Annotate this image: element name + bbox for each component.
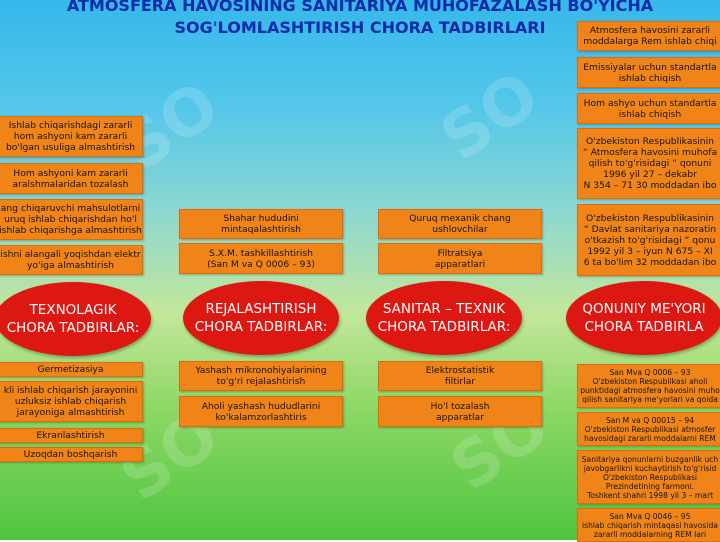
sanitary-upper-item: Quruq mexanik chang ushlovchilar (378, 209, 542, 239)
tech-upper-item: Hom ashyoni kam zararli aralshmalaridan … (0, 163, 143, 194)
planning-lower-item: Aholi yashash hududlarini ko'kalamzorlas… (179, 396, 343, 427)
category-ellipse-planning: REJALASHTIRISH CHORA TADBIRLAR: (183, 281, 339, 355)
sanitary-upper-item: Filtratsiya apparatlari (378, 243, 542, 274)
sanitary-lower-item: Ho'l tozalash apparatlar (378, 396, 542, 427)
legal-lower-item: San Mva Q 0006 – 93 O'zbekiston Respubli… (577, 364, 720, 408)
legal-upper-item: Hom ashyo uchun standartla ishlab chiqis… (577, 93, 720, 124)
legal-lower-item: San Mva Q 0046 – 95 ishlab chiqarish min… (577, 508, 720, 542)
tech-upper-item: ang chiqaruvchi mahsulotlarni uruq ishla… (0, 199, 143, 240)
category-ellipse-sanitary-technical: SANITAR – TEXNIK CHORA TADBIRLAR: (366, 281, 522, 355)
legal-upper-item: O'zbekiston Respublikasinin “ Davlat san… (577, 204, 720, 276)
tech-lower-item: Uzoqdan boshqarish (0, 447, 143, 462)
legal-upper-item: O'zbekiston Respublikasinin “ Atmosfera … (577, 128, 720, 199)
legal-lower-item: San M va Q 00015 – 94 O'zbekiston Respub… (577, 412, 720, 446)
planning-upper-item: S.X.M. tashkillashtirish (San M va Q 000… (179, 243, 343, 274)
tech-upper-item: Ishlab chiqarishdagi zararli hom ashyoni… (0, 116, 143, 157)
planning-lower-item: Yashash mikronohiyalarining to'g'ri reja… (179, 361, 343, 391)
legal-lower-item: Sanitariya qonunlarni buzganlik uch javo… (577, 450, 720, 504)
legal-upper-item: Atmosfera havosini zararli moddalarga Re… (577, 21, 720, 51)
category-ellipse-technological: TEXNOLAGIK CHORA TADBIRLAR: (0, 282, 151, 356)
planning-upper-item: Shahar hududini mintaqalashtirish (179, 209, 343, 239)
tech-lower-item: kli ishlab chiqarish jarayonini uzluksiz… (0, 381, 143, 422)
page-title-line-1: ATMOSFERA HAVOSINING SANITARIYA MUHOFAZA… (66, 0, 654, 15)
tech-upper-item: ishni alangali yoqishdan elektr yo'iga a… (0, 245, 143, 275)
tech-lower-item: Ekranlashtirish (0, 428, 143, 443)
category-ellipse-legal: QONUNIY ME'YORI CHORA TADBIRLA (566, 281, 720, 355)
tech-lower-item: Germetizasiya (0, 362, 143, 377)
page-title-line-2: SOG'LOMLASHTIRISH CHORA TADBIRLARI (174, 18, 546, 37)
legal-upper-item: Emissiyalar uchun standartla ishlab chiq… (577, 57, 720, 88)
sanitary-lower-item: Elektrostatistik filtirlar (378, 361, 542, 391)
